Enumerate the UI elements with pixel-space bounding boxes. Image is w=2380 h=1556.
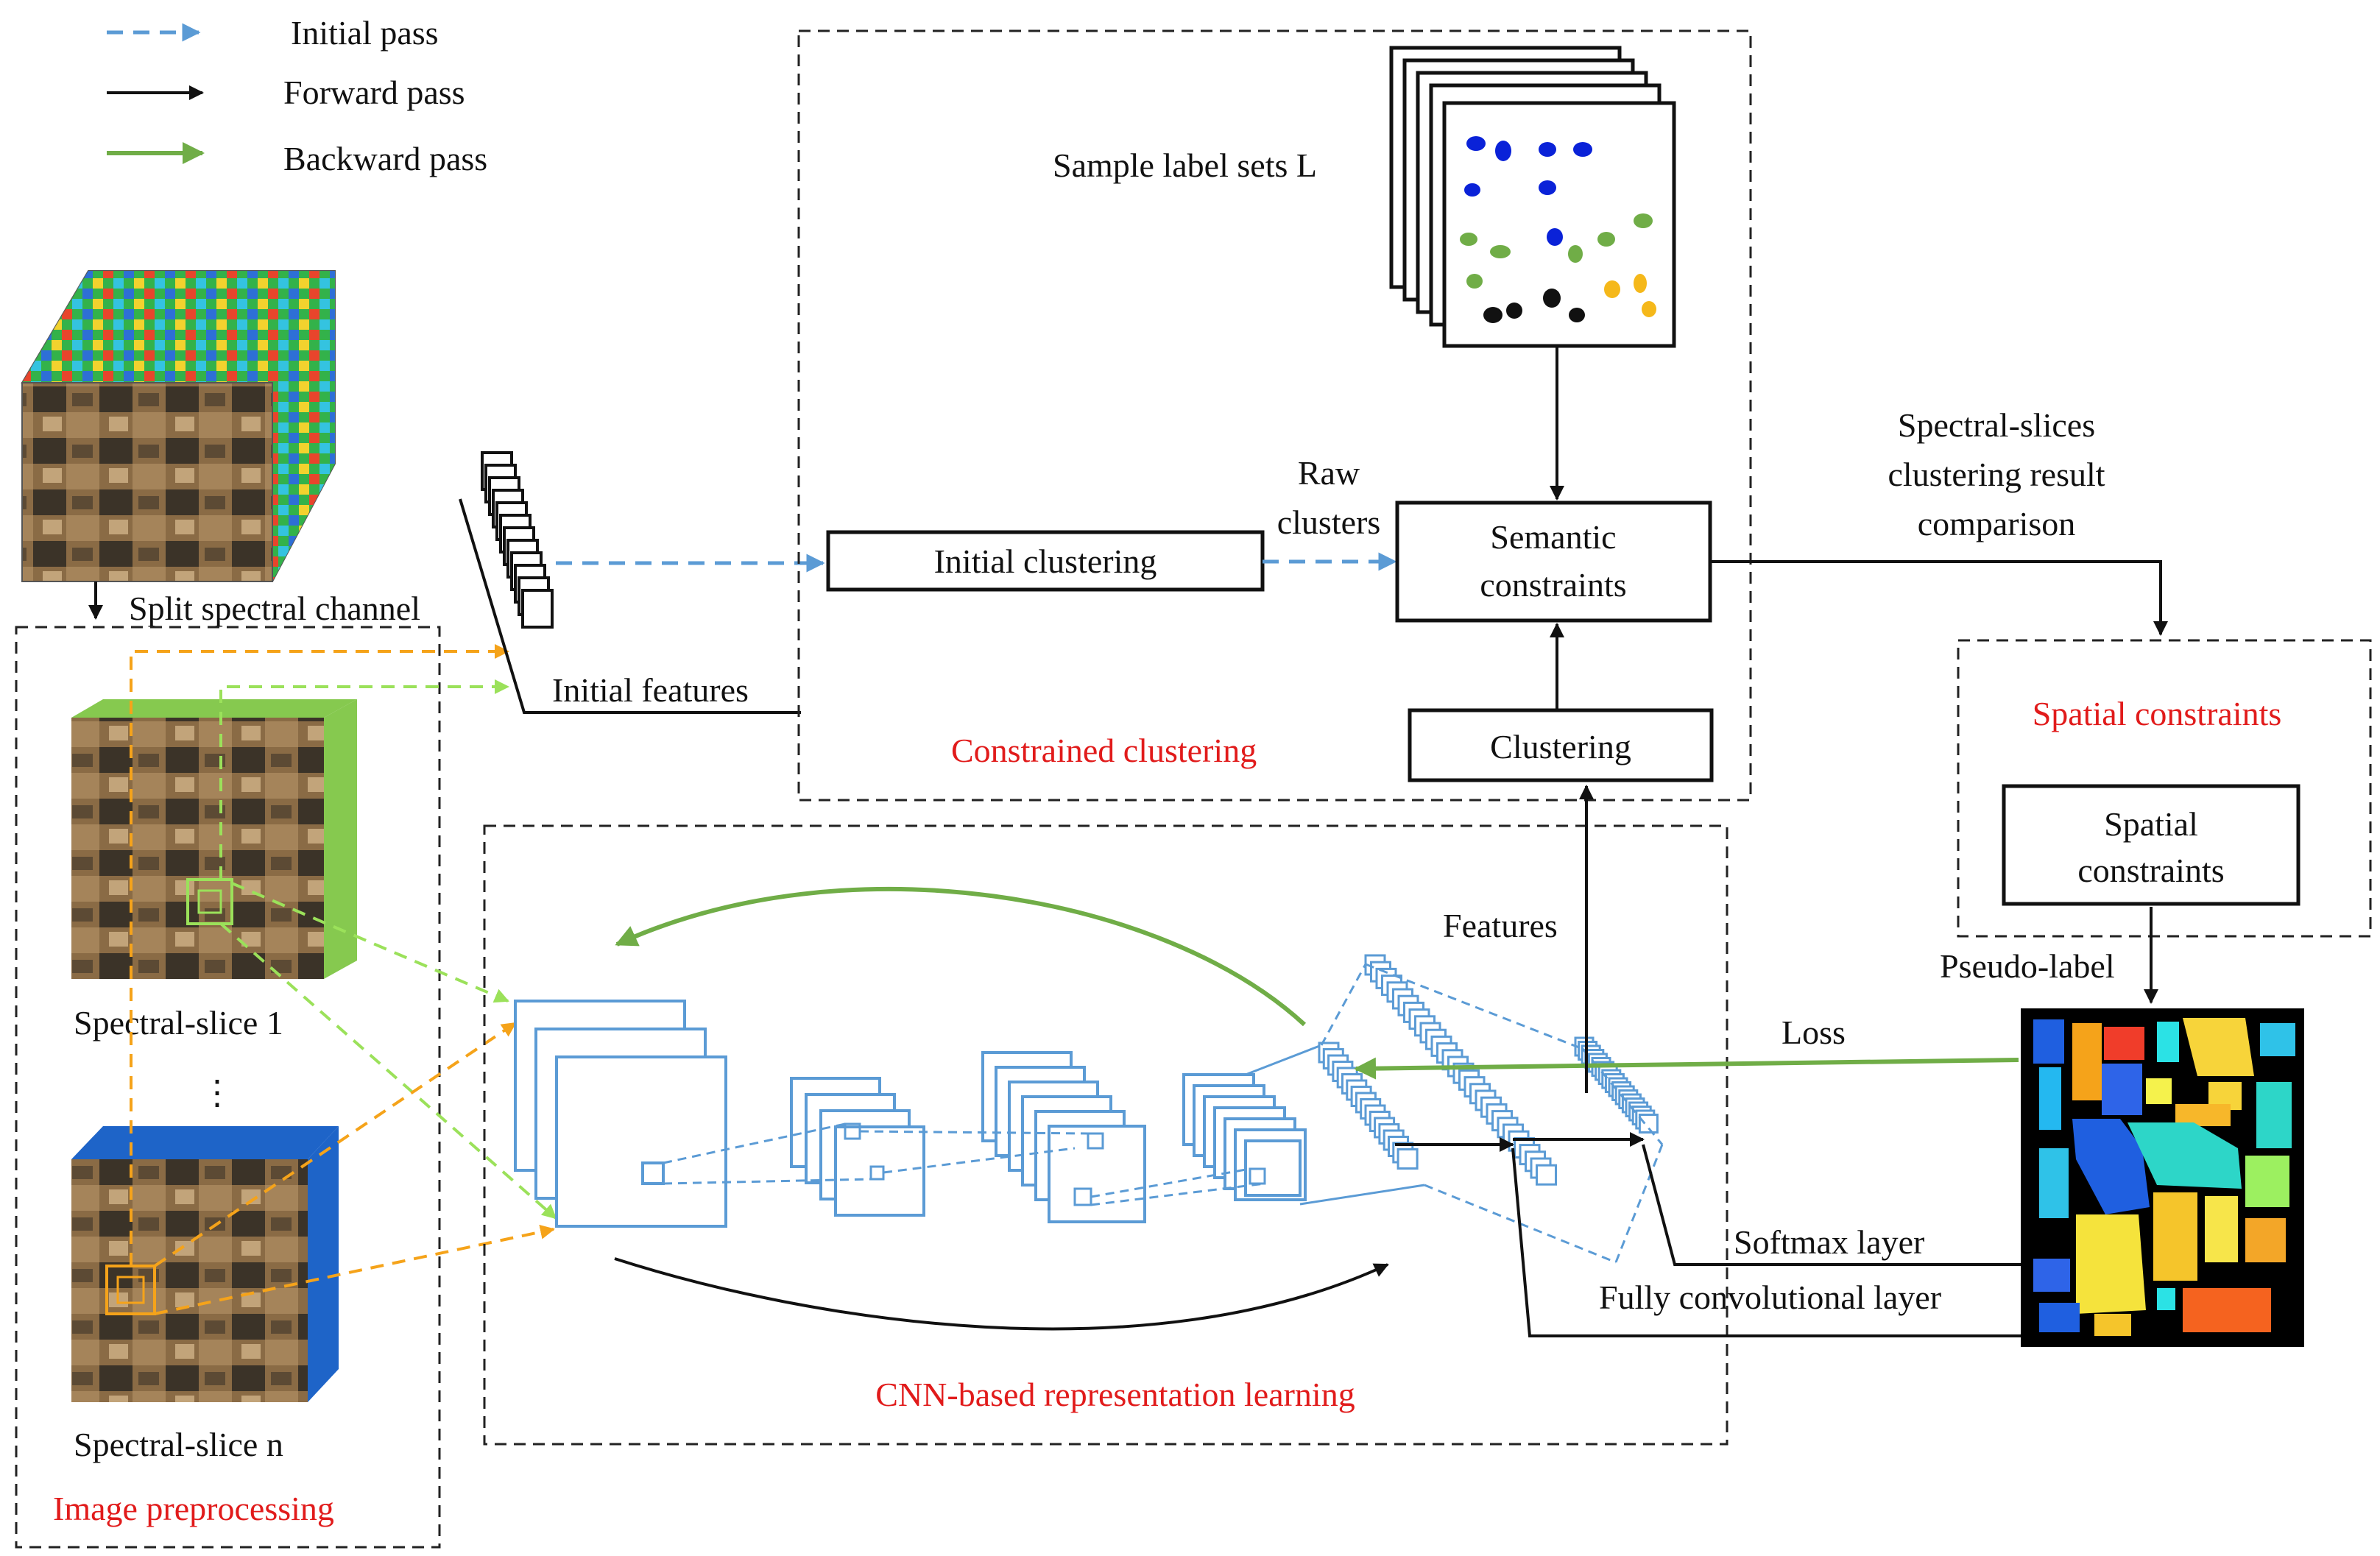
cnn-learning-module <box>483 824 1728 1446</box>
cnn-layers <box>514 1000 1307 1228</box>
hyperspectral-cube <box>21 270 336 582</box>
cube-top-face <box>22 271 335 383</box>
softmax-connector <box>1642 1144 2021 1266</box>
raw-clusters-label-line2: clusters <box>1277 503 1381 541</box>
slice-1-patch <box>186 878 233 925</box>
sample-label-sets-label: Sample label sets L <box>1053 146 1317 184</box>
legend: Initial pass Forward pass Backward pass <box>107 14 487 177</box>
comparison-label-line2: clustering result <box>1888 456 2105 493</box>
forward-pass-curve <box>614 1257 1389 1331</box>
spectral-slice-1-label: Spectral-slice 1 <box>74 1004 283 1042</box>
spectral-slice-n-label: Spectral-slice n <box>74 1426 283 1463</box>
slice-1-side-face <box>324 699 357 979</box>
slice-n-to-cnn-top <box>153 1022 517 1267</box>
orange-initial-feature-link <box>130 644 509 1266</box>
cnn-layer-2-map-d <box>834 1125 925 1217</box>
fc-stack-2-unit <box>1536 1164 1557 1186</box>
fc-stack-1-unit <box>1396 1148 1419 1170</box>
slice-n-side-face <box>308 1126 339 1402</box>
slice-n-top-face <box>71 1126 339 1159</box>
clustering-box <box>1408 708 1714 782</box>
initial-clustering-label: Initial clustering <box>934 542 1157 580</box>
initial-feature-map <box>521 589 554 629</box>
spatial-constraints-title: Spatial constraints <box>2033 695 2282 732</box>
spectral-slice-n <box>71 1126 339 1402</box>
slice-1-to-cnn-top <box>231 882 509 1003</box>
cnn-layer-3-kernel-a <box>1087 1132 1104 1150</box>
cnn-layer-2-kernel-b <box>869 1165 885 1181</box>
slice-n-to-cnn-bottom <box>154 1224 555 1315</box>
semantic-constraints-label-line2: constraints <box>1480 566 1626 604</box>
fully-conv-layer-label: Fully convolutional layer <box>1599 1279 1941 1316</box>
legend-initial-pass-label: Initial pass <box>291 14 439 52</box>
semantic-constraints-label-line1: Semantic <box>1490 518 1616 556</box>
loss-backward-arrow <box>1354 1057 2019 1080</box>
cnn-layer-1-kernel <box>641 1161 665 1185</box>
cnn-layer-3-map-f <box>1048 1125 1146 1223</box>
cube-front-image <box>21 382 273 582</box>
slice-1-top-face <box>71 699 357 718</box>
raw-clusters-label-line1: Raw <box>1298 454 1360 492</box>
spatial-constraints-module <box>1957 639 2372 938</box>
comparison-label-line1: Spectral-slices <box>1898 406 2095 444</box>
initial-features-label: Initial features <box>552 671 749 709</box>
slice-1-patch-inner <box>197 889 222 914</box>
slice-1-image <box>71 718 324 979</box>
comparison-label-line3: comparison <box>1918 505 2076 542</box>
legend-backward-pass-label: Backward pass <box>283 140 487 177</box>
sample-label-maps <box>1389 46 1676 348</box>
slice-n-patch-inner <box>116 1276 145 1304</box>
label-samples <box>1460 136 1656 323</box>
image-preprocessing-module <box>15 626 441 1549</box>
softmax-layer-label: Softmax layer <box>1734 1223 1924 1261</box>
spatial-constraints-box-label-line2: constraints <box>2077 852 2224 889</box>
loss-label: Loss <box>1782 1014 1846 1051</box>
initial-clustering-box <box>826 530 1265 592</box>
backward-pass-curve <box>615 886 1307 1027</box>
spatial-constraints-box-label-line1: Spatial <box>2104 805 2198 843</box>
slice-connectors <box>130 644 557 1315</box>
clustering-label: Clustering <box>1490 728 1631 765</box>
semantic-constraints-box <box>1395 501 1712 623</box>
cnn-kernel-links <box>663 1044 1425 1206</box>
constrained-clustering-title: Constrained clustering <box>951 732 1257 769</box>
slice-n-image <box>71 1159 308 1402</box>
fully-conv-connector <box>1511 1147 2021 1337</box>
cnn-layer-1-map-c <box>555 1055 727 1228</box>
initial-features-bracket <box>459 498 801 714</box>
split-spectral-channel-label: Split spectral channel <box>129 590 420 627</box>
cnn-learning-title: CNN-based representation learning <box>875 1376 1355 1413</box>
features-label: Features <box>1443 907 1558 944</box>
green-initial-feature-link <box>219 679 509 880</box>
initial-features-stack <box>481 451 554 629</box>
slice-1-to-cnn-bottom <box>219 922 557 1220</box>
spectral-slice-1 <box>71 699 357 979</box>
spatial-constraints-box <box>2002 784 2300 906</box>
cube-side-face <box>272 271 335 581</box>
pseudo-label-label: Pseudo-label <box>1940 947 2115 985</box>
pseudo-label-map <box>2021 1008 2304 1347</box>
slice-ellipsis: ⋮ <box>200 1074 234 1111</box>
comparison-arrow <box>1710 560 2168 636</box>
image-preprocessing-title: Image preprocessing <box>53 1490 334 1527</box>
legend-forward-pass-label: Forward pass <box>283 74 465 111</box>
